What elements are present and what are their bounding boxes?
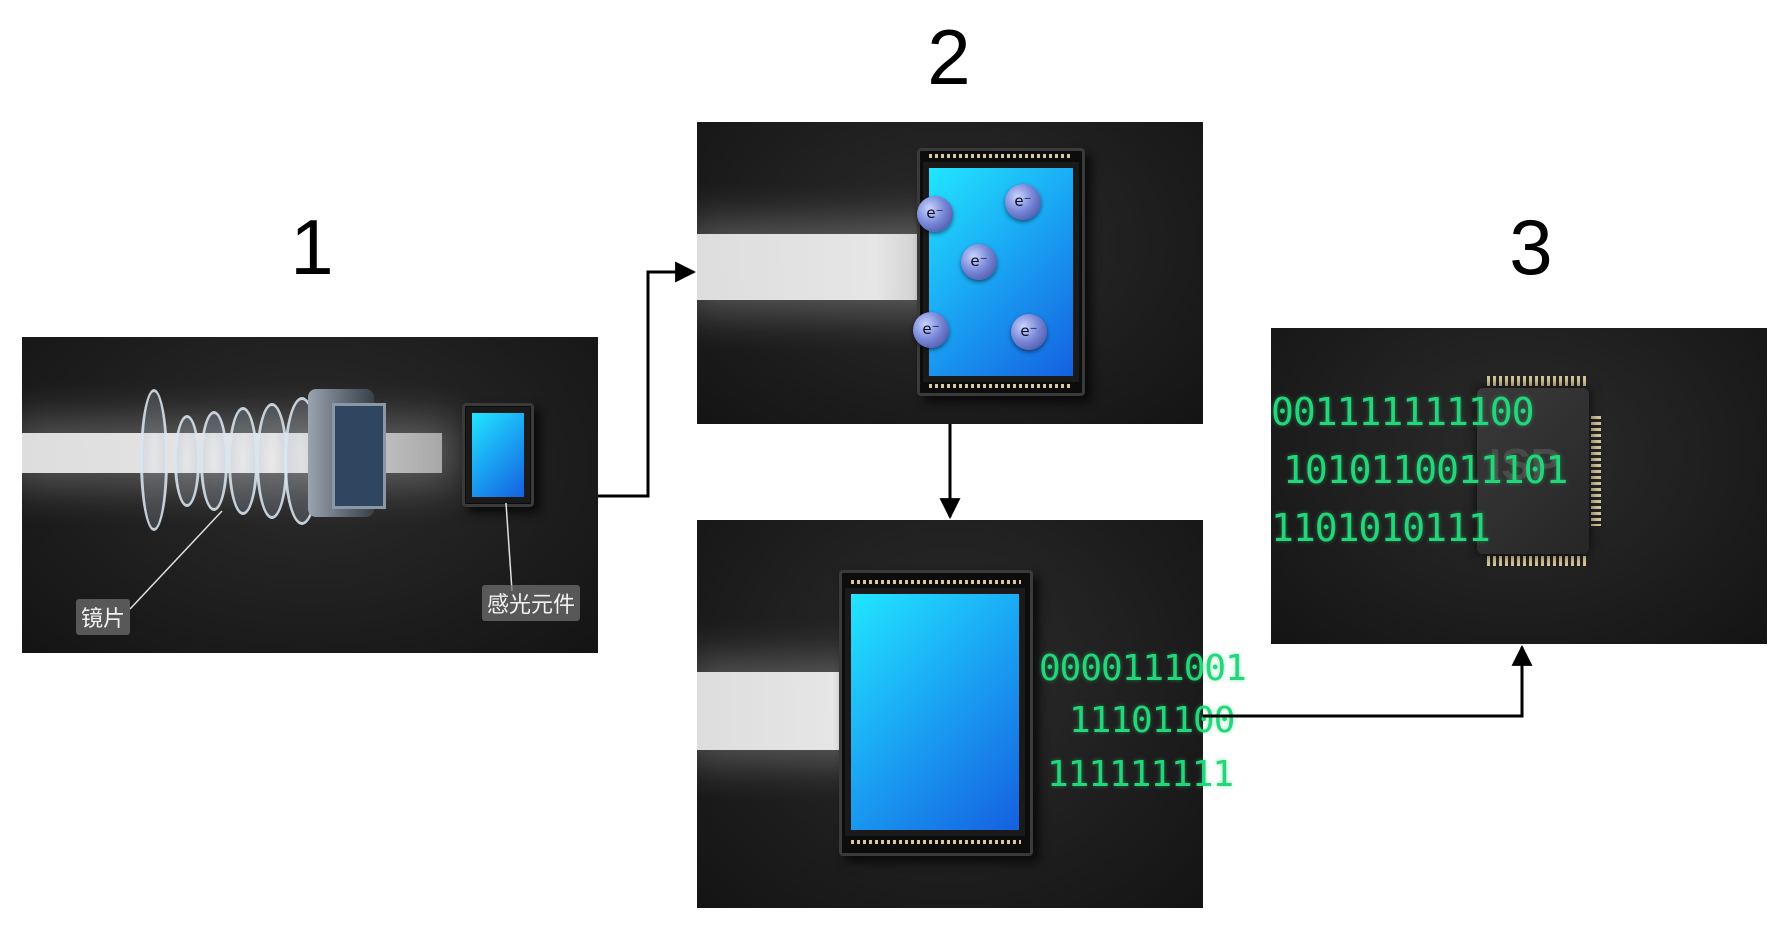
arrow-2-to-3 [1203, 644, 1533, 718]
step-number-3: 3 [1509, 203, 1553, 291]
image-sensor [917, 148, 1085, 396]
chip-body [1477, 388, 1589, 554]
panel-isp-processor: ISP 001111111100 1010110011101 110101011… [1271, 328, 1767, 644]
step-number-1: 1 [290, 203, 334, 291]
panel-lens-assembly: 镜片 感光元件 [22, 337, 598, 653]
lens-leader-line [129, 510, 223, 610]
sensor-label: 感光元件 [482, 585, 581, 621]
binary-input-line: 1101010111 [1271, 506, 1491, 550]
electron: e⁻ [961, 244, 997, 280]
sensor-pins-bottom [929, 384, 1073, 388]
chip-pins-right [1591, 416, 1601, 526]
electron: e⁻ [913, 312, 949, 348]
electron: e⁻ [917, 196, 953, 232]
step-number-2: 2 [927, 13, 971, 101]
label-leader-lines [129, 502, 513, 610]
panel-photoelectric: e⁻ e⁻ e⁻ e⁻ e⁻ [697, 122, 1203, 424]
lens-element [140, 389, 168, 531]
lens-label: 镜片 [76, 599, 131, 635]
sensor-surface [923, 162, 1079, 382]
lens-element [200, 411, 228, 511]
image-sensor [462, 403, 534, 507]
binary-input-line: 1010110011101 [1283, 448, 1568, 492]
panel-sensor-digital: 0000111001 11101100 111111111 [697, 520, 1247, 908]
arrow-1-to-2 [598, 261, 697, 498]
lens-element [228, 407, 258, 515]
lens-element [174, 415, 200, 507]
sensor-pins-top [851, 580, 1021, 584]
binary-output-line: 111111111 [1047, 754, 1234, 795]
sensor-surface [845, 588, 1025, 836]
isp-chip: ISP [1477, 376, 1601, 566]
image-sensor [839, 570, 1033, 856]
binary-output-line: 0000111001 [1039, 648, 1247, 689]
electron: e⁻ [1005, 184, 1041, 220]
binary-input-line: 001111111100 [1271, 390, 1535, 434]
chip-label: ISP [1489, 440, 1560, 489]
sensor-surface [466, 407, 530, 503]
binary-output-line: 11101100 [1069, 700, 1235, 741]
electron: e⁻ [1011, 314, 1047, 350]
sensor-leader-line [505, 502, 513, 592]
sensor-pins-top [929, 154, 1073, 158]
chip-pins-top [1487, 376, 1587, 386]
lens-motor [332, 403, 386, 509]
chip-pins-bottom [1487, 556, 1587, 566]
sensor-pins-bottom [851, 840, 1021, 844]
